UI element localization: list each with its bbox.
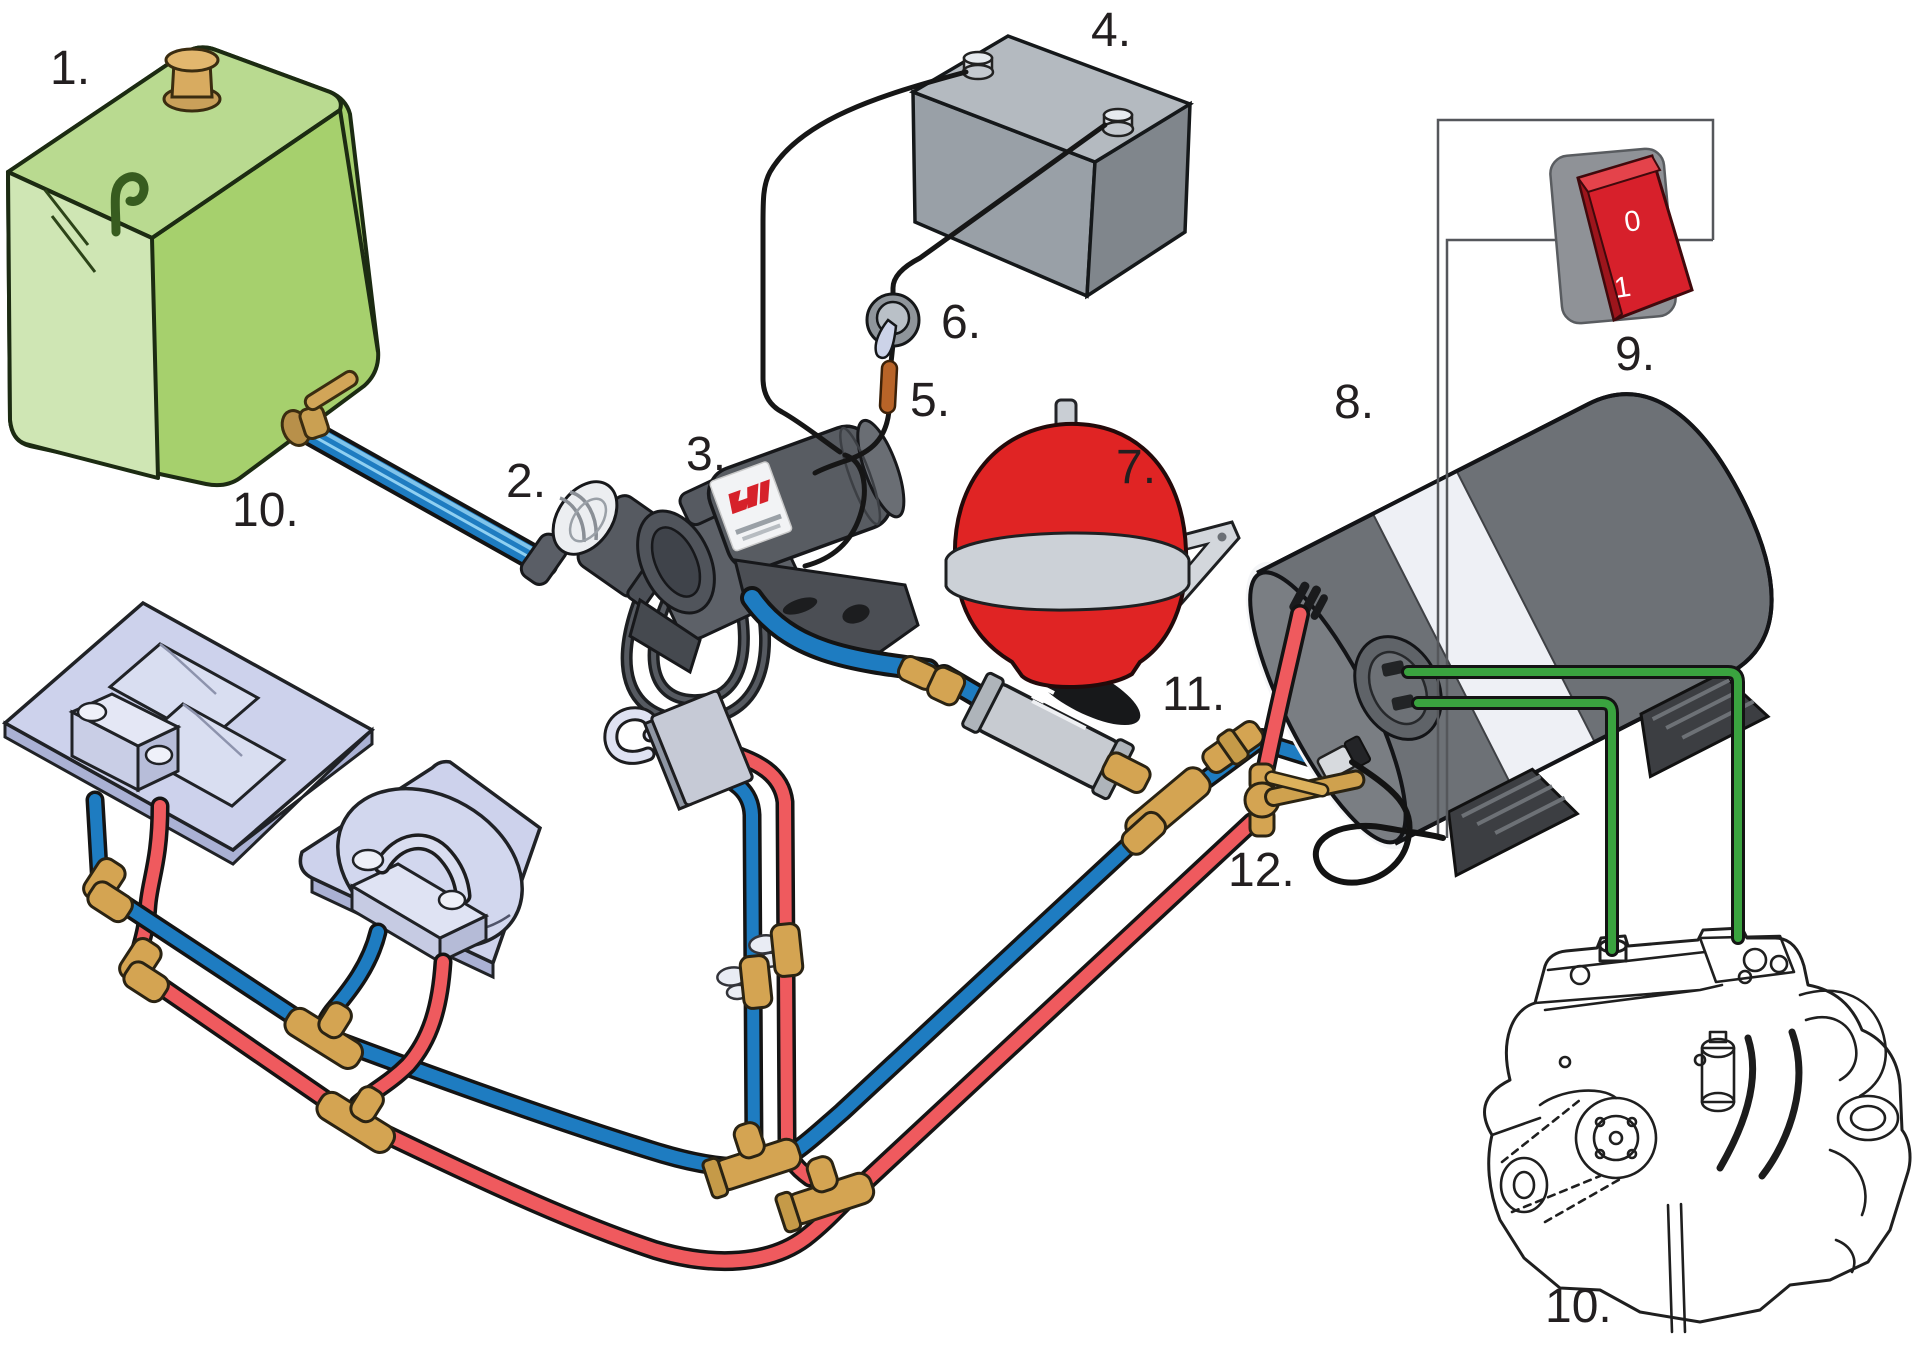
shutoff-valve: [716, 954, 774, 1010]
callout-12: 12.: [1228, 844, 1295, 897]
pipe-union-fitting: [896, 655, 967, 707]
shutoff-valve: [748, 922, 805, 978]
callout-10-engine: 10.: [1545, 1280, 1612, 1333]
tank-drain-valve: [280, 369, 359, 447]
shower-mixer: [603, 689, 754, 811]
callout-7: 7.: [1116, 441, 1156, 494]
elbow-fitting: [118, 937, 170, 1004]
heater-power-cord: [1312, 759, 1446, 886]
battery: [908, 34, 1194, 300]
callout-5: 5.: [910, 374, 950, 427]
hot-valve-12: [1243, 762, 1366, 838]
engine-hose: [1716, 1034, 1757, 1172]
accumulator-tank: [944, 398, 1191, 690]
engine-fuel-filter: [1700, 1030, 1736, 1113]
callout-6: 6.: [941, 296, 981, 349]
round-sink-faucet: [348, 833, 490, 965]
circuit-breaker: [865, 292, 921, 360]
round-sink: [298, 759, 543, 980]
elbow-fitting: [82, 857, 134, 924]
wiring: [760, 69, 1108, 569]
engine-heating-circuit: [1401, 665, 1745, 957]
pump-wire-loop: [802, 452, 867, 569]
faucet-knob-icon: [351, 848, 385, 872]
rocker-switch: 0 1: [1549, 147, 1694, 325]
green-hose-1: [1404, 668, 1742, 942]
heater-foot: [1446, 767, 1580, 878]
water-tank: [5, 45, 381, 488]
kitchen-sink: [1, 600, 376, 866]
tee-fitting: [283, 1001, 365, 1070]
tank-seam-lines: [43, 189, 97, 273]
fuse: [878, 359, 899, 415]
callout-11: 11.: [1162, 668, 1225, 721]
callout-3: 3.: [686, 428, 726, 481]
hot-pipe-heater-out: [1253, 604, 1310, 792]
switch-on-label: 1: [1612, 271, 1633, 305]
pipe-network: [82, 738, 1262, 1272]
tank-vent-icon: [110, 172, 149, 237]
callout-2: 2.: [506, 455, 546, 508]
battery-wire-negative: [760, 69, 969, 455]
tee-fitting: [774, 1155, 876, 1234]
faucet-knob-icon: [437, 889, 467, 911]
callout-4: 4.: [1091, 4, 1131, 57]
callout-1: 1.: [50, 42, 90, 95]
pipe-coupler: [1201, 720, 1265, 774]
callout-8: 8.: [1334, 376, 1374, 429]
battery-wire-positive: [890, 122, 1108, 299]
callout-9: 9.: [1615, 328, 1655, 381]
switch-off-label: 0: [1622, 205, 1643, 239]
engine: [1483, 926, 1912, 1334]
tee-fitting: [701, 1121, 803, 1200]
heater-terminal: [1391, 694, 1415, 711]
callouts: 1. 2. 3. 4. 5. 6. 7. 8. 9. 10. 11. 12. 1…: [50, 4, 1655, 1333]
faucet-knob-icon: [144, 744, 174, 766]
cold-pipe-tank-to-pump: [292, 416, 559, 578]
battery-terminal-pos: [1101, 107, 1135, 138]
heater-cold-port: [1316, 735, 1372, 781]
accumulator-assembly: [944, 398, 1241, 801]
heater-terminal: [1381, 660, 1405, 677]
accumulator-strap: [944, 531, 1191, 612]
battery-terminal-neg: [961, 50, 995, 81]
callout-10-tank: 10.: [232, 484, 299, 537]
engine-hose: [1758, 1028, 1803, 1180]
engine-exhaust: [1798, 989, 1900, 1142]
tee-fitting: [315, 1085, 397, 1154]
tank-filler-cap: [162, 47, 222, 113]
engine-pulleys: [1499, 1096, 1658, 1224]
green-hose-2: [1414, 699, 1616, 954]
tee-outlet-fitting: [1101, 751, 1152, 795]
kitchen-faucet: [68, 692, 182, 793]
faucet-knob-icon: [76, 701, 108, 723]
